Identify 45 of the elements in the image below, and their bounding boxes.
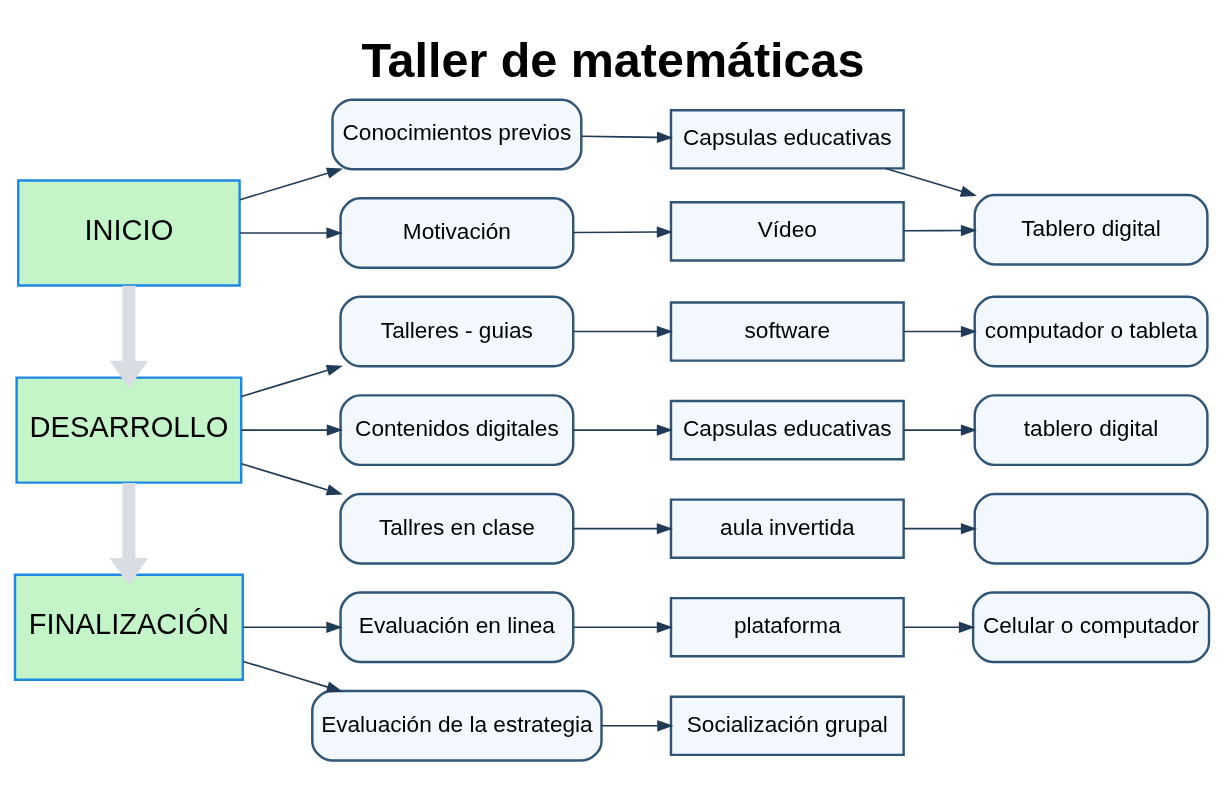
arrow — [109, 285, 149, 389]
node-box: Capsulas educativas — [669, 399, 905, 461]
node-box — [973, 492, 1209, 565]
node-box: aula invertida — [669, 498, 905, 559]
arrow — [242, 660, 343, 693]
arrow — [240, 462, 343, 496]
node-box: Motivación — [339, 197, 575, 269]
arrow — [884, 167, 977, 197]
node-box: Conocimientos previos — [331, 98, 583, 171]
diagram-title: Taller de matemáticas — [361, 33, 865, 88]
arrow — [903, 621, 976, 633]
arrow — [109, 483, 149, 586]
arrow — [903, 523, 978, 535]
arrow — [903, 424, 978, 436]
arrow — [903, 224, 978, 237]
node-box: INICIO — [17, 179, 241, 287]
node-box: Celular o computador — [971, 591, 1211, 664]
arrow — [240, 424, 343, 436]
arrow — [903, 325, 978, 338]
node-box: Contenidos digitales — [339, 394, 575, 467]
node-box: Tablero digital — [973, 193, 1209, 266]
node-box: Evaluación en linea — [339, 591, 575, 664]
node-box: software — [669, 301, 905, 362]
arrow — [242, 621, 343, 633]
arrow — [572, 523, 673, 535]
arrow — [600, 720, 674, 732]
node-box: Tallres en clase — [339, 492, 575, 565]
arrow — [572, 325, 673, 338]
node-box: Talleres - guias — [339, 295, 575, 368]
arrow — [240, 364, 343, 398]
node-box: DESARROLLO — [15, 376, 243, 484]
arrow — [239, 167, 344, 201]
node-box: tablero digital — [973, 394, 1209, 467]
arrow — [580, 131, 674, 144]
arrow — [572, 424, 673, 436]
node-box: computador o tableta — [973, 295, 1209, 368]
arrow — [572, 621, 673, 633]
node-box: Evaluación de la estrategia — [311, 689, 603, 762]
node-box: plataforma — [669, 596, 905, 658]
node-box: Vídeo — [669, 201, 905, 262]
arrow — [572, 226, 673, 238]
node-box: FINALIZACIÓN — [13, 573, 244, 681]
node-box: Socialización grupal — [669, 695, 905, 757]
arrow — [239, 227, 343, 239]
node-box: Capsulas educativas — [669, 109, 905, 170]
